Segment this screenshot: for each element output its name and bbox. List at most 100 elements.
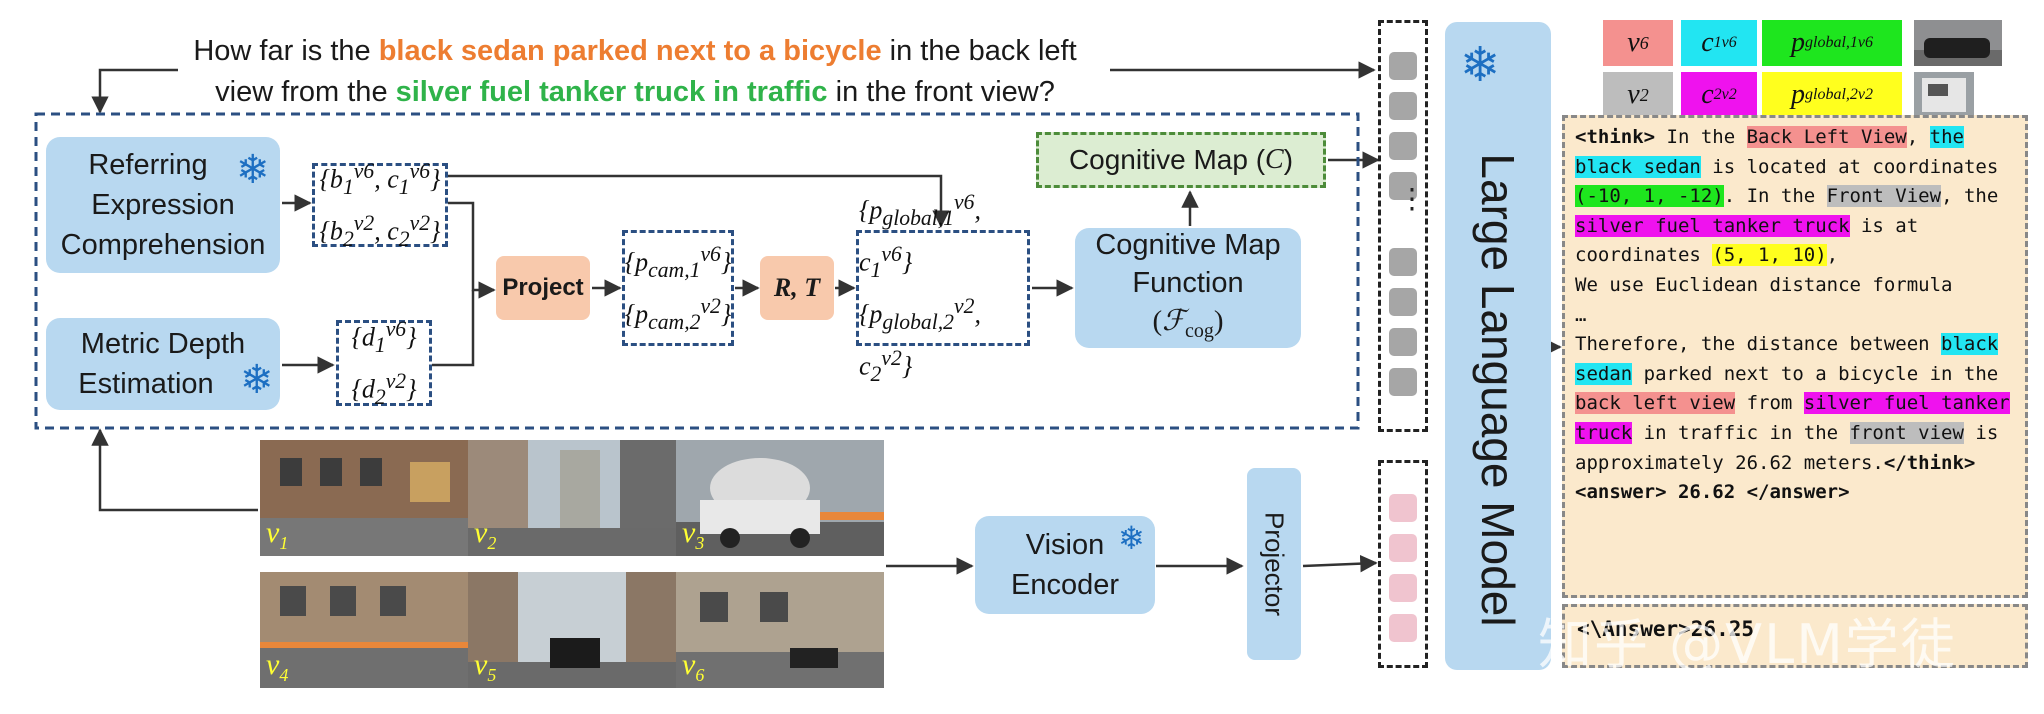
set-pglob-1: {pglobal,1v6, c1v6}: [859, 190, 981, 282]
camera-points-set: {pcam,1v6} {pcam,2v2}: [622, 230, 734, 346]
set-pcam-1: {pcam,1v6}: [624, 242, 732, 282]
question-object-2: silver fuel tanker truck in traffic: [395, 76, 828, 108]
rec-label-3: Comprehension: [60, 229, 266, 261]
question-text-4: in the front view?: [827, 76, 1055, 108]
legend-thumb-sedan: [1914, 20, 2002, 66]
snowflake-icon: ❄: [240, 358, 274, 402]
reasoning-text: is approximately 26.62 meters.: [1575, 421, 1999, 474]
text-token: [1389, 172, 1417, 200]
reasoning-text: . In the: [1723, 185, 1827, 208]
think-open-tag: <think>: [1575, 126, 1656, 148]
reasoning-text: parked next to a bicycle in the: [1632, 362, 1999, 385]
question-text-1: How far is the: [193, 35, 379, 67]
reasoning-text: , the: [1941, 185, 1999, 208]
view-label-6: v6: [682, 648, 705, 685]
highlight-back-left-view-2: back left view: [1575, 392, 1736, 415]
snowflake-icon: ❄: [1118, 520, 1145, 556]
reasoning-text: is at coordinates: [1575, 214, 1919, 267]
think-close-tag: </think>: [1883, 451, 1976, 474]
text-token-column: [1378, 20, 1428, 432]
text-token: [1389, 92, 1417, 120]
rec-label-1: Referring: [88, 149, 208, 181]
large-language-model: [1445, 22, 1551, 670]
view-label-5: v5: [474, 648, 497, 685]
view-label-2: v2: [474, 516, 497, 553]
set-bc-1: {b1v6, c1v6}: [319, 159, 441, 199]
rec-label-2: Expression: [91, 189, 235, 221]
text-token: [1389, 52, 1417, 80]
text-token: [1389, 328, 1417, 356]
street-photo-top: [260, 440, 884, 556]
depth-label-2: Estimation: [78, 368, 214, 400]
final-answer: <\Answer>26.25: [1562, 604, 2028, 668]
reasoning-text: from: [1735, 392, 1804, 415]
depth-set: {d1v6} {d2v2}: [336, 317, 432, 409]
set-pcam-2: {pcam,2v2}: [624, 294, 732, 334]
reasoning-text: in traffic in the: [1632, 421, 1850, 444]
rotation-translation-module: R, T: [760, 256, 834, 320]
project-module: Project: [496, 256, 590, 320]
reasoning-text: Therefore, the distance between: [1575, 333, 1942, 356]
cogfn-label-2: Function: [1132, 267, 1244, 300]
street-photo-bottom: [260, 572, 884, 688]
question-text-2: in the back left: [881, 35, 1077, 67]
truck-thumb: [1922, 78, 1966, 112]
sedan-thumb: [1914, 38, 2002, 66]
reasoning-text: is located at coordinates: [1700, 155, 1999, 178]
metric-depth-module: Metric Depth Estimation: [46, 318, 280, 410]
reasoning-text: ,: [1906, 126, 1930, 148]
cognitive-map-function: Cognitive Map Function (ℱcog): [1075, 228, 1301, 348]
set-d-1: {d1v6}: [351, 317, 417, 357]
image-token: [1389, 574, 1417, 602]
highlight-front-view-2: front view: [1849, 421, 1964, 444]
camera-view-row-2: v4 v5 v6: [260, 572, 884, 688]
depth-label-1: Metric Depth: [80, 328, 246, 360]
legend-thumb-truck: [1914, 72, 1974, 118]
highlight-coord-2: (5, 1, 10): [1712, 244, 1827, 267]
ve-label-2: Encoder: [1010, 569, 1119, 601]
highlight-tanker: silver fuel tanker truck: [1575, 214, 1850, 237]
camera-view-row-1: v1 v2 v3: [260, 440, 884, 556]
highlight-coord-1: (-10, 1, -12): [1575, 185, 1724, 208]
cogfn-symbol: (ℱcog): [1152, 305, 1224, 342]
snowflake-icon: ❄: [1460, 39, 1501, 92]
reasoning-output: <think> In the Back Left View, the black…: [1562, 115, 2028, 598]
text-token: [1389, 248, 1417, 276]
question-line-1: How far is the black sedan parked next t…: [150, 32, 1120, 70]
image-token: [1389, 614, 1417, 642]
projector-label: Projector: [1259, 511, 1290, 617]
view-label-4: v4: [266, 648, 289, 685]
answer-line: <answer> 26.62 </answer>: [1575, 481, 1850, 504]
reasoning-text: …: [1575, 303, 1587, 326]
view-label-1: v1: [266, 516, 289, 553]
box-class-set: {b1v6, c1v6} {b2v2, c2v2}: [312, 159, 448, 251]
ve-label-1: Vision: [1025, 529, 1105, 561]
projector-module: [1247, 468, 1301, 660]
cognitive-map: Cognitive Map (C): [1036, 132, 1326, 188]
reasoning-text: ,: [1826, 244, 1839, 267]
view-label-3: v3: [682, 516, 705, 553]
question-line-2: view from the silver fuel tanker truck i…: [150, 73, 1120, 111]
image-token: [1389, 494, 1417, 522]
question-text-3: view from the: [215, 76, 396, 108]
snowflake-icon: ❄: [236, 148, 270, 192]
question-object-1: black sedan parked next to a bicycle: [378, 35, 882, 67]
cogfn-label-1: Cognitive Map: [1095, 229, 1281, 262]
referring-expression-module: Referring Expression Comprehension: [46, 137, 280, 273]
llm-label: Large Language Model: [1472, 153, 1524, 627]
set-d-2: {d2v2}: [351, 369, 417, 409]
set-bc-2: {b2v2, c2v2}: [319, 211, 441, 251]
highlight-back-left-view: Back Left View: [1746, 126, 1907, 148]
token-ellipsis: ⋮: [1398, 185, 1426, 213]
global-points-set: {pglobal,1v6, c1v6} {pglobal,2v2, c2v2}: [856, 190, 1030, 386]
text-token: [1389, 288, 1417, 316]
reasoning-text: In the: [1655, 126, 1747, 148]
text-token: [1389, 368, 1417, 396]
